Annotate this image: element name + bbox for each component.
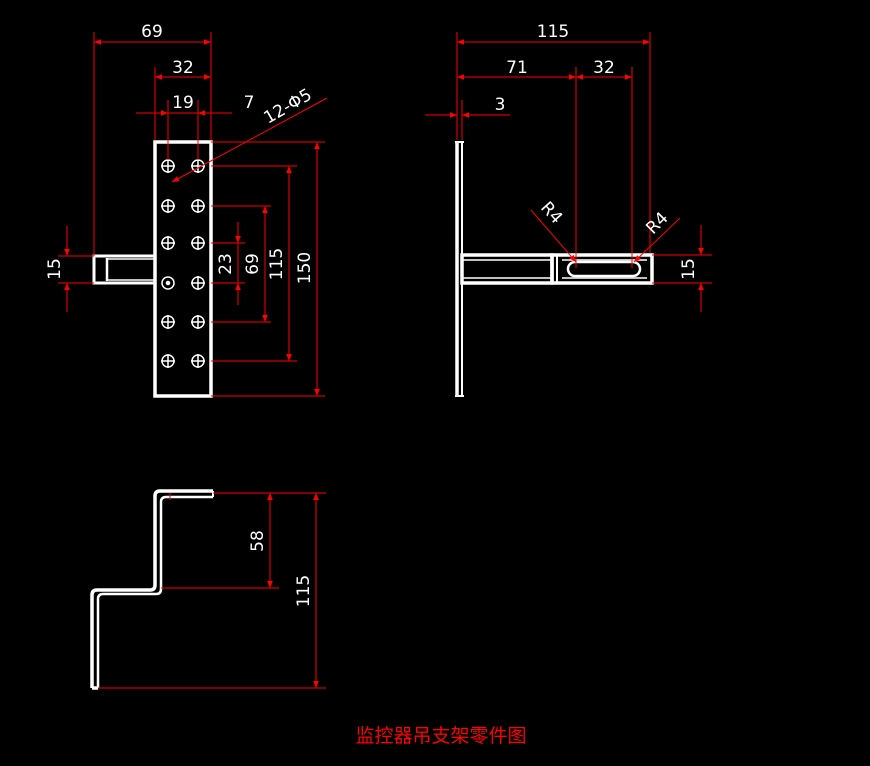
front-dimension-lines bbox=[64, 39, 328, 396]
side-dimension-lines bbox=[425, 39, 704, 312]
dim-bottom-58: 58 bbox=[248, 530, 268, 552]
front-plate-outline bbox=[153, 140, 213, 398]
dim-side-overall: 115 bbox=[537, 22, 569, 42]
dim-115: 115 bbox=[267, 248, 287, 280]
dim-150: 150 bbox=[295, 252, 315, 284]
dim-69: 69 bbox=[243, 253, 263, 275]
side-view: 115 71 32 3 R4 R4 15 bbox=[425, 22, 712, 397]
hole bbox=[161, 199, 175, 213]
dim-flange-height: 15 bbox=[45, 258, 65, 280]
side-extension-lines bbox=[456, 32, 712, 284]
dim-plate-width: 32 bbox=[172, 58, 194, 78]
front-extension-lines bbox=[58, 32, 325, 397]
hole bbox=[161, 236, 175, 250]
dim-overall-width: 69 bbox=[141, 22, 163, 42]
dim-thickness: 3 bbox=[495, 95, 506, 115]
dim-radius-left: R4 bbox=[536, 198, 566, 228]
dim-edge: 7 bbox=[244, 93, 255, 113]
dim-hole-pitch: 19 bbox=[172, 93, 194, 113]
dim-side-32: 32 bbox=[593, 58, 615, 78]
hole bbox=[161, 276, 175, 290]
front-flange bbox=[92, 254, 155, 285]
bottom-view: 58 115 bbox=[90, 489, 326, 690]
hole bbox=[161, 315, 175, 329]
hole bbox=[191, 354, 205, 368]
hole bbox=[161, 354, 175, 368]
mounting-holes bbox=[161, 159, 205, 368]
hole bbox=[191, 276, 205, 290]
dim-holes-callout: 12-Φ5 bbox=[261, 85, 316, 128]
bottom-dimension-lines bbox=[267, 493, 319, 688]
drawing-title: 监控器吊支架零件图 bbox=[355, 725, 526, 747]
dim-side-height: 15 bbox=[679, 258, 699, 280]
hole bbox=[161, 159, 175, 173]
hole bbox=[191, 236, 205, 250]
dim-radius-right: R4 bbox=[642, 208, 672, 238]
dim-side-71: 71 bbox=[506, 58, 528, 78]
mounting-slot bbox=[566, 260, 642, 278]
hole bbox=[191, 315, 205, 329]
front-view: 69 32 19 7 12-Φ5 15 23 69 115 150 bbox=[45, 22, 328, 398]
hole bbox=[191, 199, 205, 213]
side-profile-outline bbox=[455, 141, 654, 397]
bottom-profile-outline bbox=[90, 489, 214, 690]
dim-23: 23 bbox=[216, 253, 236, 275]
dim-bottom-115: 115 bbox=[294, 575, 314, 607]
